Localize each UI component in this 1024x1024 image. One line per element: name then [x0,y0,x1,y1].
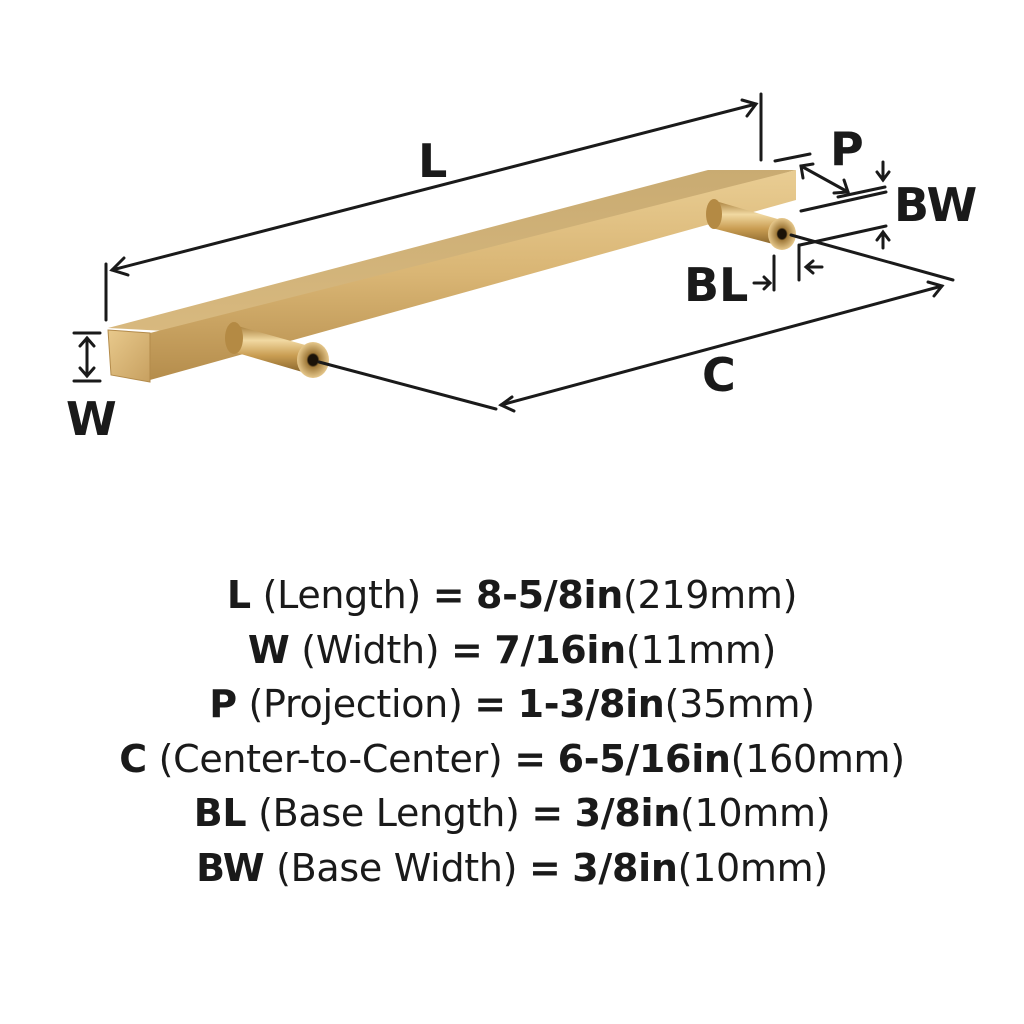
spec-name: (Width) [301,627,440,672]
label-C: C [702,348,736,402]
spec-name: (Length) [262,573,422,617]
bar-end-face [107,329,151,383]
spec-inch-value: 8-5/8in [476,573,623,617]
dimension-diagram: L W P BW BL C [0,0,1024,470]
spec-center-to-center: C (Center-to-Center) = 6-5/16in(160mm) [0,732,1024,787]
spec-mm-value: (10mm) [677,845,829,890]
bar-top-face [108,170,796,333]
spec-mm-value: (11mm) [625,627,777,672]
label-BW: BW [894,178,978,232]
label-L: L [418,134,448,188]
bar-front-face [150,170,796,380]
spec-key: W [247,627,290,672]
left-post [225,322,329,378]
spec-inch-value: 3/8in [572,845,678,890]
label-BL: BL [684,258,749,312]
spec-name: (Base Width) [276,845,518,890]
spec-base-length: BL (Base Length) = 3/8in(10mm) [0,786,1024,841]
spec-inch-value: 3/8in [574,791,681,835]
right-post [706,199,796,250]
spec-key: BL [193,791,247,835]
spec-inch-value: 1-3/8in [517,682,665,726]
spec-key: L [226,573,251,617]
spec-mm-value: (10mm) [680,791,831,835]
spec-projection: P (Projection) = 1-3/8in(35mm) [0,677,1024,732]
spec-name: (Center-to-Center) [158,736,503,781]
spec-name: (Projection) [248,682,463,726]
spec-equals: = [432,573,465,617]
spec-equals: = [474,682,506,726]
specifications-list: L (Length) = 8-5/8in(219mm) W (Width) = … [0,568,1024,895]
spec-equals: = [451,627,483,672]
spec-inch-value: 6-5/16in [557,736,731,781]
spec-inch-value: 7/16in [494,627,626,672]
spec-width: W (Width) = 7/16in(11mm) [0,623,1024,678]
spec-equals: = [514,736,546,781]
spec-base-width: BW (Base Width) = 3/8in(10mm) [0,841,1024,896]
spec-key: BW [196,845,265,890]
spec-mm-value: (160mm) [730,736,905,781]
spec-mm-value: (35mm) [664,682,816,726]
spec-length: L (Length) = 8-5/8in(219mm) [0,568,1024,623]
spec-mm-value: (219mm) [622,573,798,617]
spec-equals: = [528,845,561,890]
label-P: P [830,122,864,176]
cabinet-pull-illustration [72,92,955,413]
spec-key: C [119,736,147,781]
label-W: W [66,392,117,446]
spec-name: (Base Length) [258,791,520,835]
spec-key: P [209,682,237,726]
spec-equals: = [531,791,563,835]
